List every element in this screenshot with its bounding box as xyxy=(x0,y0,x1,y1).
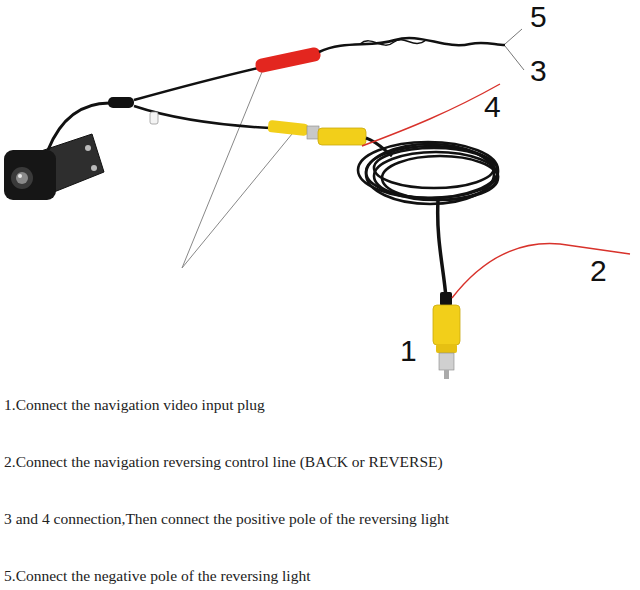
yellow-socket xyxy=(318,128,366,145)
callout-number: 4 xyxy=(484,92,501,122)
leader-line xyxy=(182,134,292,268)
callout-number: 3 xyxy=(530,56,547,86)
callout-number: 5 xyxy=(530,2,547,32)
cable-splitter xyxy=(108,97,134,108)
cable-clip xyxy=(150,112,158,124)
red-wire xyxy=(362,84,500,146)
camera-lens xyxy=(11,167,33,189)
instruction-text: 5.Connect the negative pole of the rever… xyxy=(4,567,310,584)
rca-ring xyxy=(436,344,457,353)
cable-twist xyxy=(360,40,426,45)
wire-end xyxy=(505,29,522,44)
cable-coil xyxy=(358,142,498,204)
power-cable xyxy=(134,68,258,100)
camera-cable xyxy=(48,103,112,150)
rca-shell xyxy=(439,353,454,370)
leader-line xyxy=(182,72,262,268)
instruction-text: 2.Connect the navigation reversing contr… xyxy=(4,453,443,470)
bracket-hole xyxy=(91,165,97,171)
power-cable xyxy=(319,38,505,52)
rca-pin xyxy=(444,370,449,379)
wire-end xyxy=(505,46,524,70)
video-cable xyxy=(438,200,446,298)
callout-number: 1 xyxy=(400,336,417,366)
red-connector xyxy=(254,46,321,73)
bracket-hole xyxy=(85,145,91,151)
video-cable xyxy=(134,106,270,128)
camera-body xyxy=(4,150,56,200)
camera-lens xyxy=(16,172,28,184)
lens-highlight xyxy=(18,174,22,178)
rca-plug xyxy=(433,305,460,345)
instruction-text: 3 and 4 connection,Then connect the posi… xyxy=(4,510,449,527)
callout-number: 2 xyxy=(590,256,607,286)
instruction-text: 1.Connect the navigation video input plu… xyxy=(4,396,265,413)
plug-boot xyxy=(440,292,452,306)
yellow-plug xyxy=(267,120,308,136)
plug-metal xyxy=(307,126,319,139)
red-wire xyxy=(452,244,630,298)
